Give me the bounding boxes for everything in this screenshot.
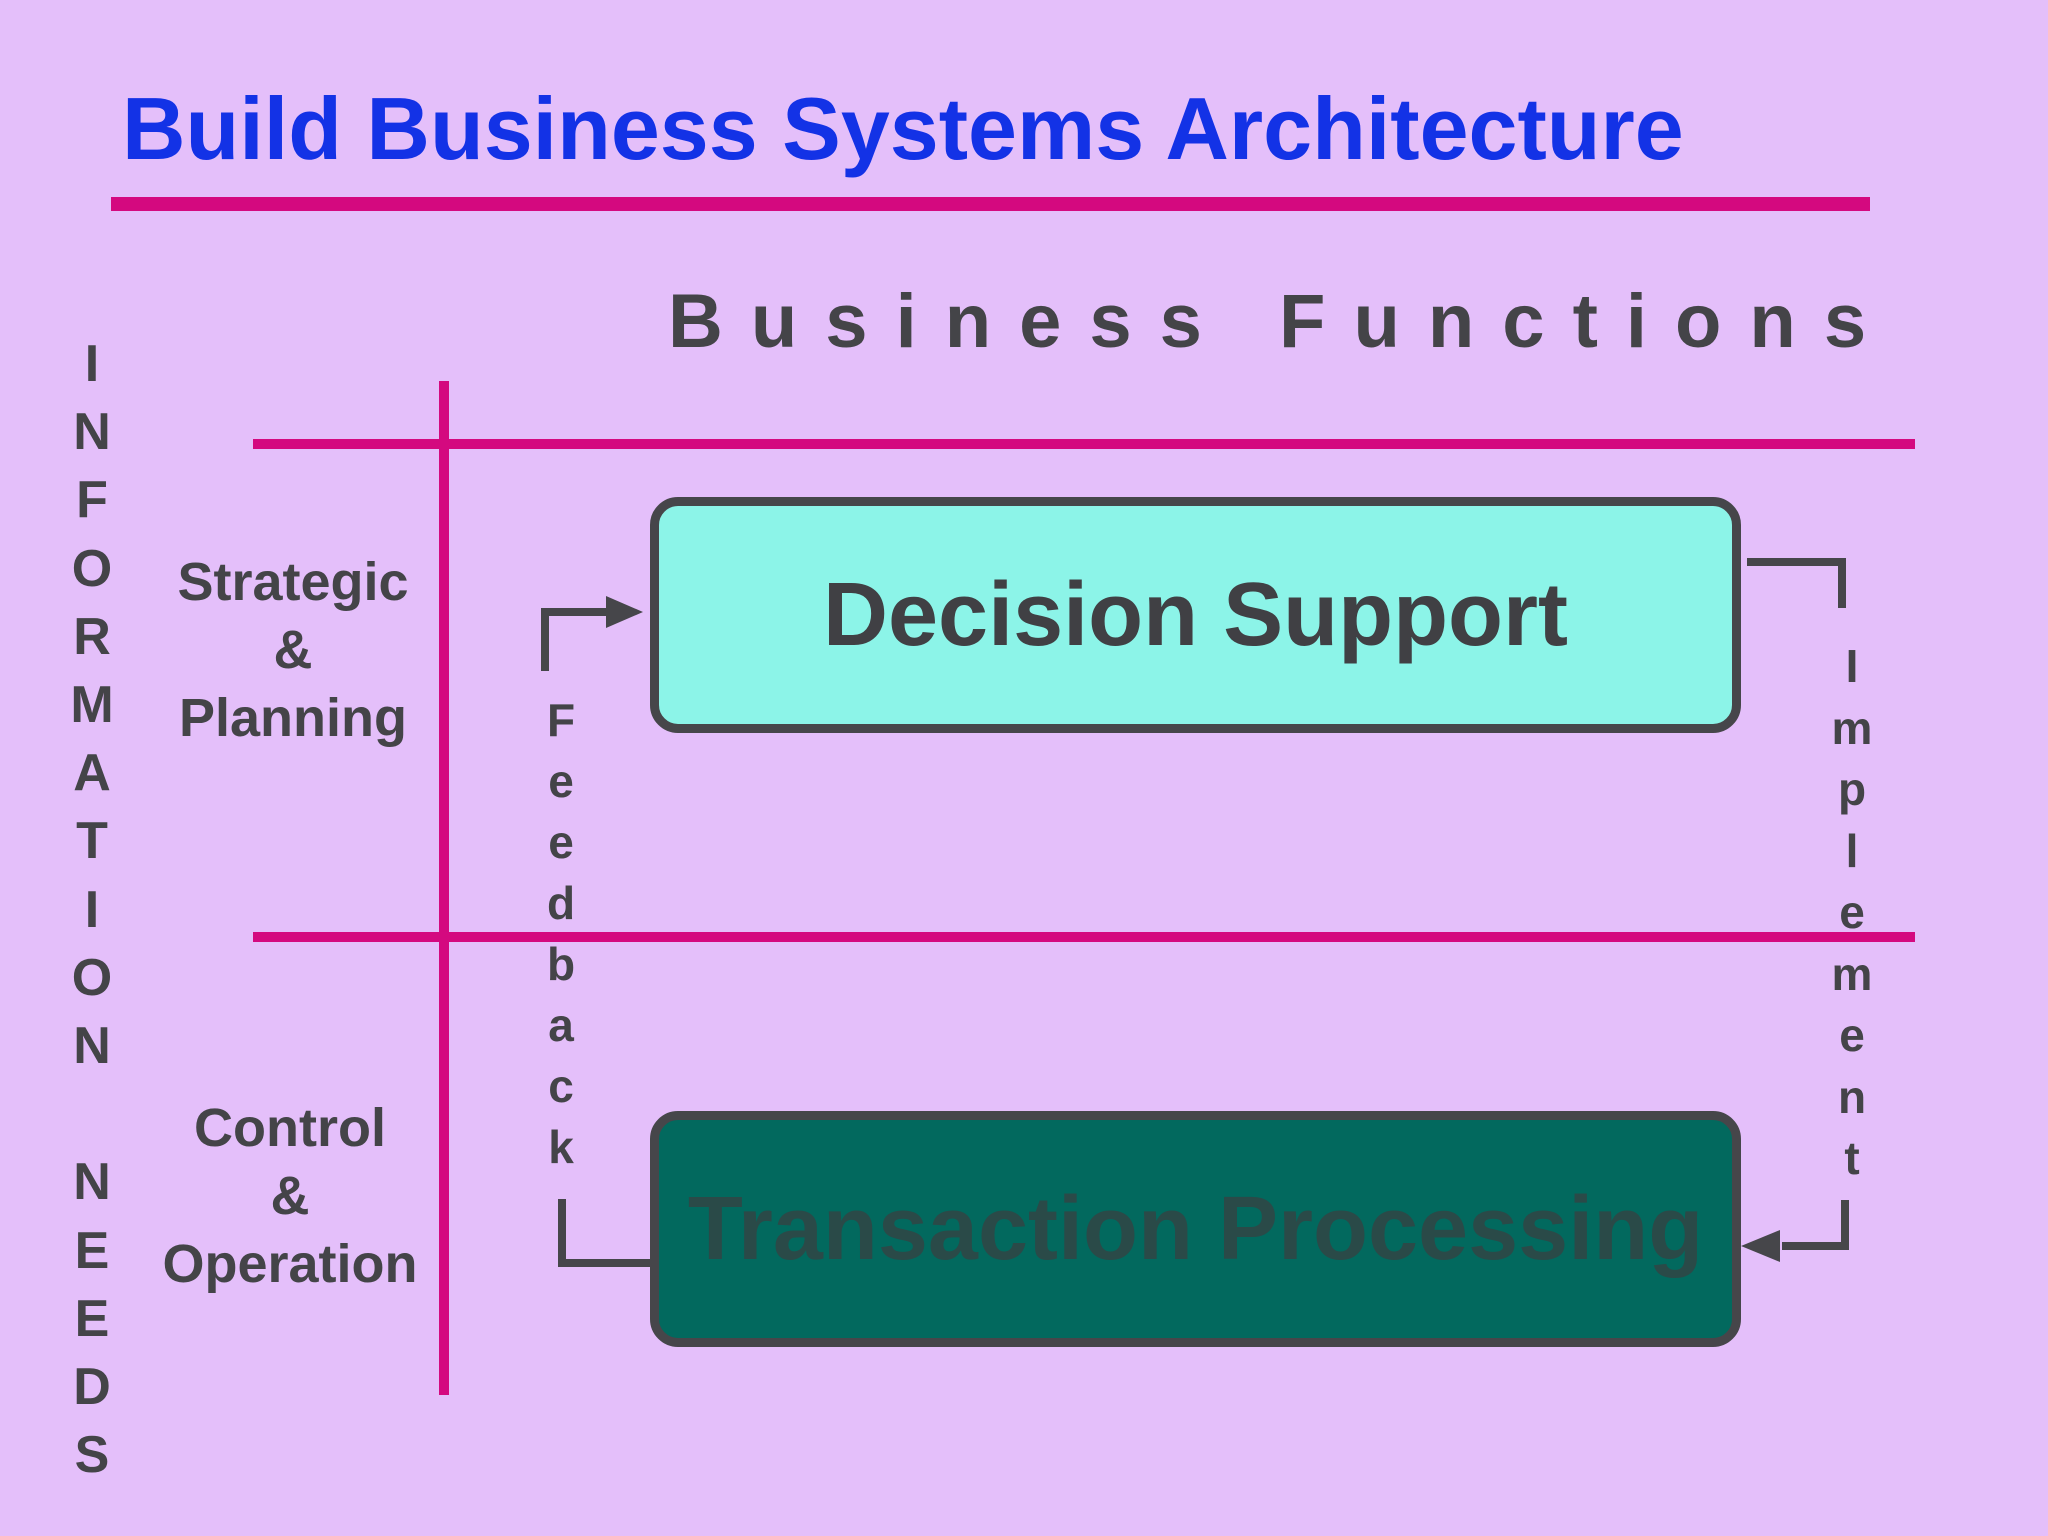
implement-letter: t (1844, 1132, 1860, 1184)
implement-letter: l (1845, 824, 1859, 877)
axis-letter: O (71, 948, 113, 1007)
feedback-arrowhead (606, 596, 643, 628)
feedback-connector-line (541, 608, 608, 671)
feedback-connector-line (558, 1199, 652, 1267)
row-label-control-operation: Control & Operation (150, 1094, 430, 1298)
transaction-processing-box: Transaction Processing (650, 1111, 1741, 1347)
row-label-line: Strategic (177, 552, 409, 612)
implement-arrowhead (1741, 1230, 1780, 1262)
implement-letter: n (1837, 1070, 1867, 1123)
decision-support-box: Decision Support (650, 497, 1741, 733)
implement-letter: m (1831, 701, 1873, 754)
implement-letter: I (1845, 640, 1859, 692)
implement-letter: m (1831, 947, 1873, 1000)
implement-label: I m p l e m e n t (1822, 636, 1882, 1190)
feedback-letter: e (548, 755, 574, 807)
feedback-letter: a (548, 999, 574, 1051)
axis-letter: N (73, 1017, 111, 1076)
information-needs-label: I N F O R M A T I O N N E E D S (64, 330, 120, 1489)
axis-letter: A (73, 744, 111, 803)
axis-letter: D (73, 1358, 111, 1417)
vertical-axis-line (439, 381, 449, 1395)
axis-letter: E (74, 1289, 110, 1348)
title-underline (111, 197, 1870, 211)
top-horizontal-line (253, 439, 1915, 449)
row-label-line: Operation (162, 1234, 418, 1294)
axis-letter: M (70, 676, 114, 735)
feedback-letter: F (546, 694, 576, 746)
decision-support-label: Decision Support (822, 564, 1569, 665)
axis-letter: N (73, 1153, 111, 1212)
axis-letter: I (84, 335, 100, 393)
implement-letter: e (1839, 1009, 1865, 1061)
row-label-line: & (270, 1166, 310, 1226)
middle-horizontal-line (253, 932, 1915, 942)
axis-letter: F (76, 471, 108, 530)
page-title: Build Business Systems Architecture (122, 79, 1684, 178)
implement-connector-line (1782, 1200, 1849, 1250)
axis-letter: E (74, 1221, 110, 1280)
column-heading: Business Functions (668, 279, 1895, 364)
row-label-line: & (273, 620, 313, 680)
feedback-label: F e e d b a c k (535, 690, 587, 1178)
row-label-line: Planning (179, 688, 407, 748)
transaction-processing-label: Transaction Processing (687, 1178, 1704, 1279)
row-label-strategic-planning: Strategic & Planning (168, 548, 418, 752)
row-label-line: Control (194, 1098, 386, 1158)
implement-letter: e (1839, 886, 1865, 938)
axis-letter: T (76, 812, 108, 871)
feedback-letter: e (548, 816, 574, 868)
feedback-letter: b (546, 938, 576, 990)
axis-letter: O (71, 539, 113, 598)
axis-letter: R (73, 607, 111, 666)
implement-connector-line (1747, 558, 1846, 608)
implement-letter: p (1837, 763, 1867, 815)
feedback-letter: d (546, 877, 576, 929)
feedback-letter: c (548, 1060, 574, 1112)
axis-letter: N (73, 403, 111, 462)
axis-letter: I (84, 880, 100, 939)
axis-letter: S (74, 1426, 110, 1485)
feedback-letter: k (548, 1121, 574, 1173)
